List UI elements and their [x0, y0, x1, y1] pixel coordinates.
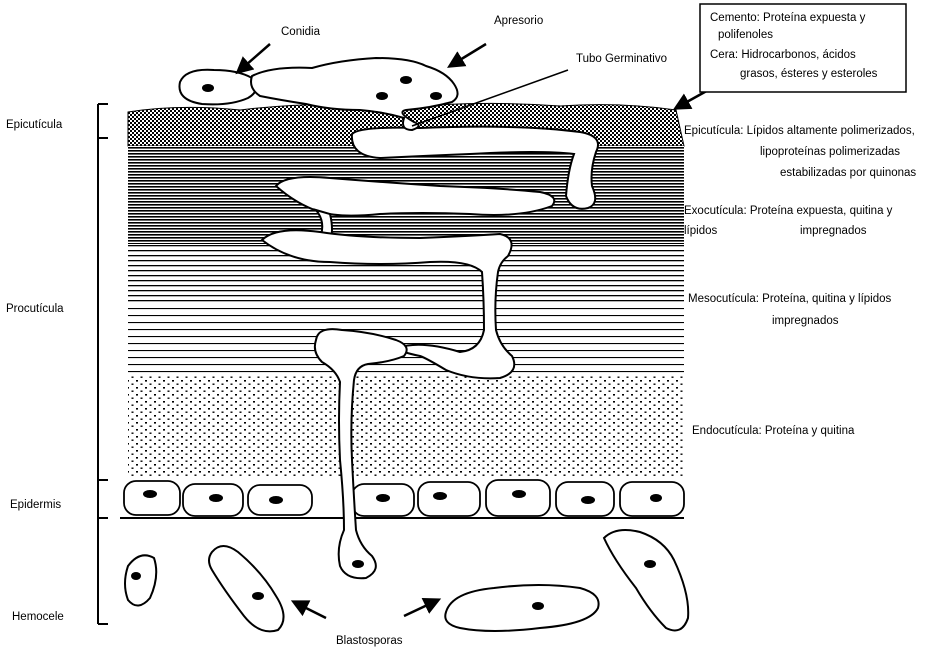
epidermal-cell: [124, 481, 180, 515]
apresorio-nucleus: [376, 92, 388, 100]
blastospore: [125, 555, 156, 605]
top-labels: Conidia Apresorio Tubo Germinativo: [281, 15, 667, 65]
epicuticula-desc: lipoproteínas polimerizadas: [760, 146, 900, 158]
conidia-nucleus: [202, 84, 214, 92]
blastospore-nucleus: [252, 592, 264, 600]
cell-nucleus: [581, 496, 595, 504]
blastospore-nucleus: [131, 572, 141, 580]
procuticula-label: Procutícula: [6, 303, 64, 315]
mesocuticula-desc: impregnados: [772, 315, 839, 327]
blastospore-arrow-right: [404, 600, 438, 616]
epicuticula-desc: Epicutícula: Lípidos altamente polimeriz…: [684, 125, 915, 137]
hemocele-label: Hemocele: [12, 611, 64, 623]
conidia-arrow: [238, 44, 270, 72]
callout-line: Cemento: Proteína expuesta y: [710, 12, 866, 24]
apresorio-nucleus: [430, 92, 442, 100]
callout-line: polifenoles: [718, 29, 773, 41]
callout-line: grasos, ésteres y esteroles: [740, 68, 878, 80]
blastospores: [125, 530, 688, 631]
blastospore: [445, 585, 598, 631]
endocuticle-layer: [128, 376, 684, 476]
epidermis-cells: [124, 480, 684, 516]
hypha-nucleus: [352, 560, 364, 568]
cell-nucleus: [650, 494, 662, 502]
right-labels: Epicutícula: Lípidos altamente polimeriz…: [684, 125, 916, 437]
tubo-germinativo-label: Tubo Germinativo: [576, 53, 667, 65]
exocuticula-desc: Exocutícula: Proteína expuesta, quitina …: [684, 205, 893, 217]
conidia-label: Conidia: [281, 26, 321, 38]
cell-nucleus: [376, 494, 390, 502]
epicuticula-label: Epicutícula: [6, 119, 63, 131]
epidermal-cell: [418, 482, 480, 516]
epidermal-cell: [486, 480, 550, 516]
endocuticula-desc: Endocutícula: Proteína y quitina: [692, 425, 855, 437]
apresorio-nucleus: [400, 76, 412, 84]
blastospore-nucleus: [532, 602, 544, 610]
epicuticula-desc: estabilizadas por quinonas: [780, 167, 916, 179]
blastosporas-label: Blastosporas: [336, 635, 403, 647]
callout-line: Cera: Hidrocarbonos, ácidos: [710, 49, 856, 61]
blastospore: [604, 530, 688, 630]
mesocuticle-layer-lower: [128, 304, 684, 376]
mesocuticula-desc: Mesocutícula: Proteína, quitina y lípido…: [688, 293, 892, 305]
cuticle-layers: [120, 103, 684, 518]
conidia-cell: [179, 70, 256, 105]
cell-nucleus: [143, 490, 157, 498]
apresorio-arrow: [450, 44, 486, 66]
blastospore: [209, 546, 284, 631]
exocuticula-desc: lípidos: [684, 225, 717, 237]
blastospore-arrow-left: [294, 602, 326, 618]
cell-nucleus: [269, 496, 283, 504]
exocuticula-desc: impregnados: [800, 225, 867, 237]
cell-nucleus: [209, 494, 223, 502]
left-labels: Epicutícula Procutícula Epidermis Hemoce…: [6, 119, 64, 623]
apresorio-label: Apresorio: [494, 15, 543, 27]
left-bracket: [98, 104, 108, 624]
blastospore-nucleus: [644, 560, 656, 568]
epidermis-label: Epidermis: [10, 499, 61, 511]
cell-nucleus: [512, 490, 526, 498]
cell-nucleus: [433, 492, 447, 500]
